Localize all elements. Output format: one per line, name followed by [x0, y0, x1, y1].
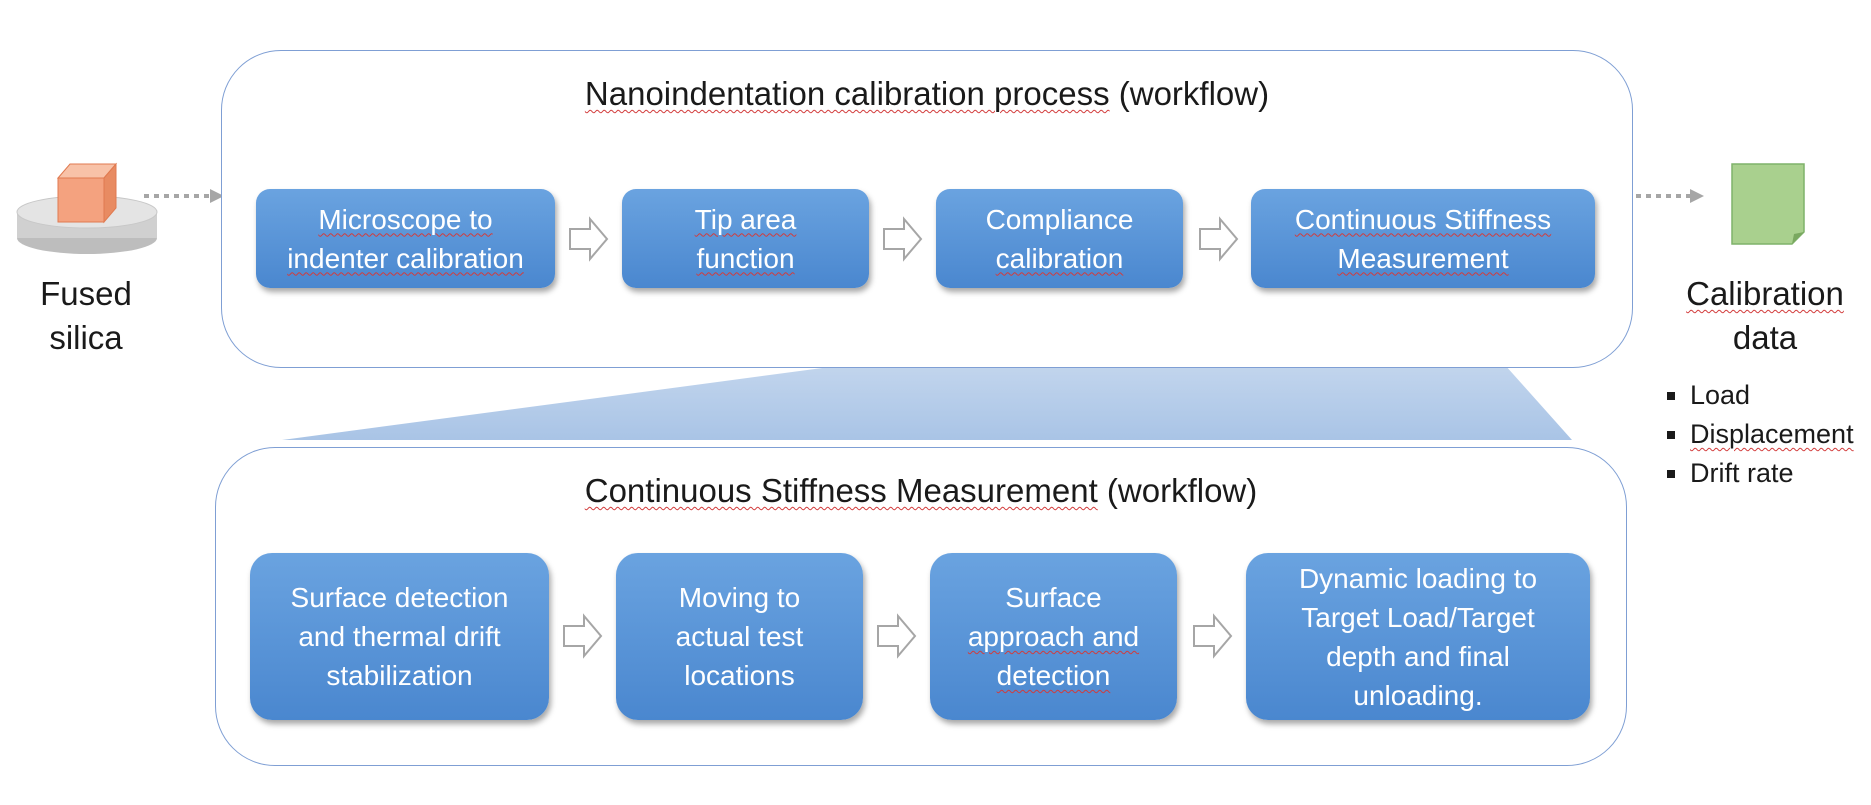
- csm-panel-title: Continuous Stiffness Measurement (workfl…: [584, 472, 1258, 509]
- flow-arrow-icon: [1199, 216, 1239, 262]
- list-item: Load: [1667, 376, 1854, 415]
- output-items-list: Load Displacement Drift rate: [1667, 376, 1854, 493]
- flow-arrow-icon: [563, 613, 603, 659]
- flow-arrow-icon: [883, 216, 923, 262]
- input-connector-arrow: [144, 189, 224, 203]
- flow-arrow-icon: [569, 216, 609, 262]
- flow-arrow-icon: [1193, 613, 1233, 659]
- flow-arrow-icon: [877, 613, 917, 659]
- output-connector-arrow: [1636, 189, 1704, 203]
- list-item: Displacement: [1667, 415, 1854, 454]
- output-label: Calibration data: [1686, 275, 1844, 356]
- input-label: Fused silica: [40, 275, 132, 356]
- fused-silica-sample-icon: [16, 162, 158, 254]
- calibration-panel-title: Nanoindentation calibration process (wor…: [584, 75, 1270, 112]
- list-item: Drift rate: [1667, 454, 1854, 493]
- calibration-data-document-icon: [1731, 163, 1805, 245]
